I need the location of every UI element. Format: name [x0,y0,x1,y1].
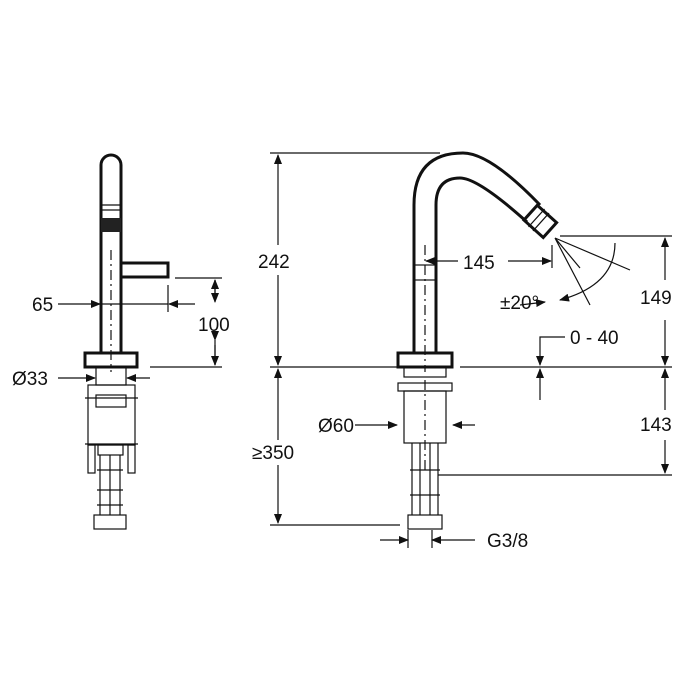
front-hoses [410,443,440,515]
dim-65: 65 [32,295,53,316]
front-connector [407,514,443,530]
side-aerator-ring [101,218,121,232]
side-connector [93,514,127,530]
dim-deck-thickness: 0 - 40 [570,328,619,349]
dim-d33: Ø33 [12,369,48,390]
front-spout-inner [434,176,529,353]
dim-145: 145 [463,253,495,274]
dim-100: 100 [198,315,230,336]
dim-d60: Ø60 [318,416,354,437]
side-handle [119,261,170,279]
side-mounting-bracket [87,384,136,446]
side-view: 65 100 Ø33 [12,153,230,530]
swivel-arc [559,242,616,302]
dim-swivel-angle: ±20° [500,293,539,314]
side-spout-body [99,153,123,353]
dim-hose-length: ≥350 [252,443,294,464]
dim-connection: G3/8 [487,531,528,552]
dim-143: 143 [640,415,672,436]
spray-lines [554,237,631,306]
front-spout-outer [412,151,542,353]
dim-149: 149 [640,288,672,309]
front-view: 242 145 ±20° 0 - 40 149 143 Ø60 ≥350 G3/… [252,151,672,552]
front-nozzle [521,203,559,240]
side-hoses [97,455,123,515]
dim-242: 242 [258,252,290,273]
